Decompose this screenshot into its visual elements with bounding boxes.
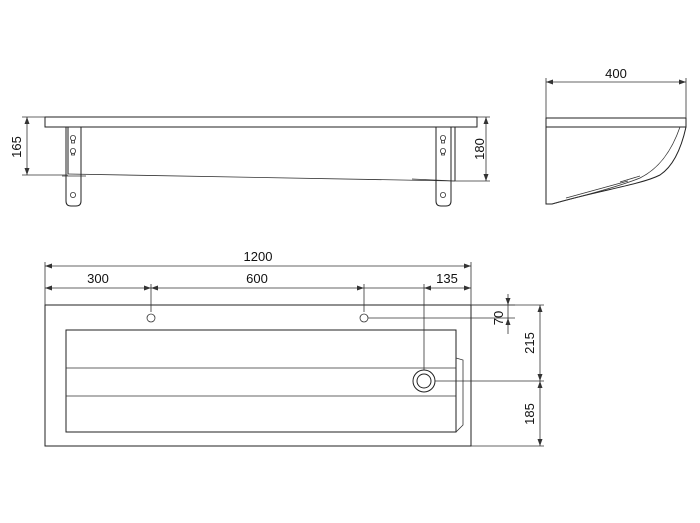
left-wall-bracket — [65, 127, 82, 207]
mounting-hole-left — [146, 313, 156, 323]
plan-trough-end — [455, 357, 464, 433]
side-rim — [545, 117, 687, 128]
left-keyhole-icon — [70, 134, 77, 198]
dim-hole-from-top: 70 — [491, 311, 506, 325]
dim-front-total-height: 180 — [472, 138, 487, 160]
dim-front-top-height: 165 — [9, 136, 24, 158]
dim-drain-offset: 135 — [436, 271, 458, 286]
side-elevation-view: 400 — [545, 66, 687, 205]
side-bowl-outline — [545, 126, 687, 205]
dimension-hole-positions: 300 600 135 — [45, 271, 471, 370]
dimension-400: 400 — [545, 66, 687, 118]
dimension-180: 180 — [455, 116, 490, 182]
plan-trough-slope-lines — [66, 367, 456, 397]
dim-drain-from-top: 215 — [522, 332, 537, 354]
front-body-bottom-edge — [67, 173, 456, 182]
dimension-165: 165 — [9, 116, 68, 176]
front-drain-line — [411, 178, 456, 182]
dimension-215-185: 215 185 — [435, 304, 544, 447]
front-body-sides — [67, 127, 456, 181]
dim-drain-from-bottom: 185 — [522, 403, 537, 425]
dim-hole-spacing: 600 — [246, 271, 268, 286]
front-elevation-view: 165 180 — [9, 116, 490, 207]
plan-view: 1200 300 600 135 70 — [44, 249, 544, 447]
side-bowl-inner — [551, 126, 681, 205]
dim-hole-offset: 300 — [87, 271, 109, 286]
right-keyhole-icon — [439, 134, 446, 198]
plan-outline — [44, 304, 472, 447]
dimension-1200: 1200 — [44, 249, 472, 305]
dim-side-depth: 400 — [605, 66, 627, 81]
dim-plan-width: 1200 — [244, 249, 273, 264]
front-rim — [44, 116, 478, 128]
right-wall-bracket — [435, 127, 452, 207]
side-drain-detail — [565, 175, 641, 199]
